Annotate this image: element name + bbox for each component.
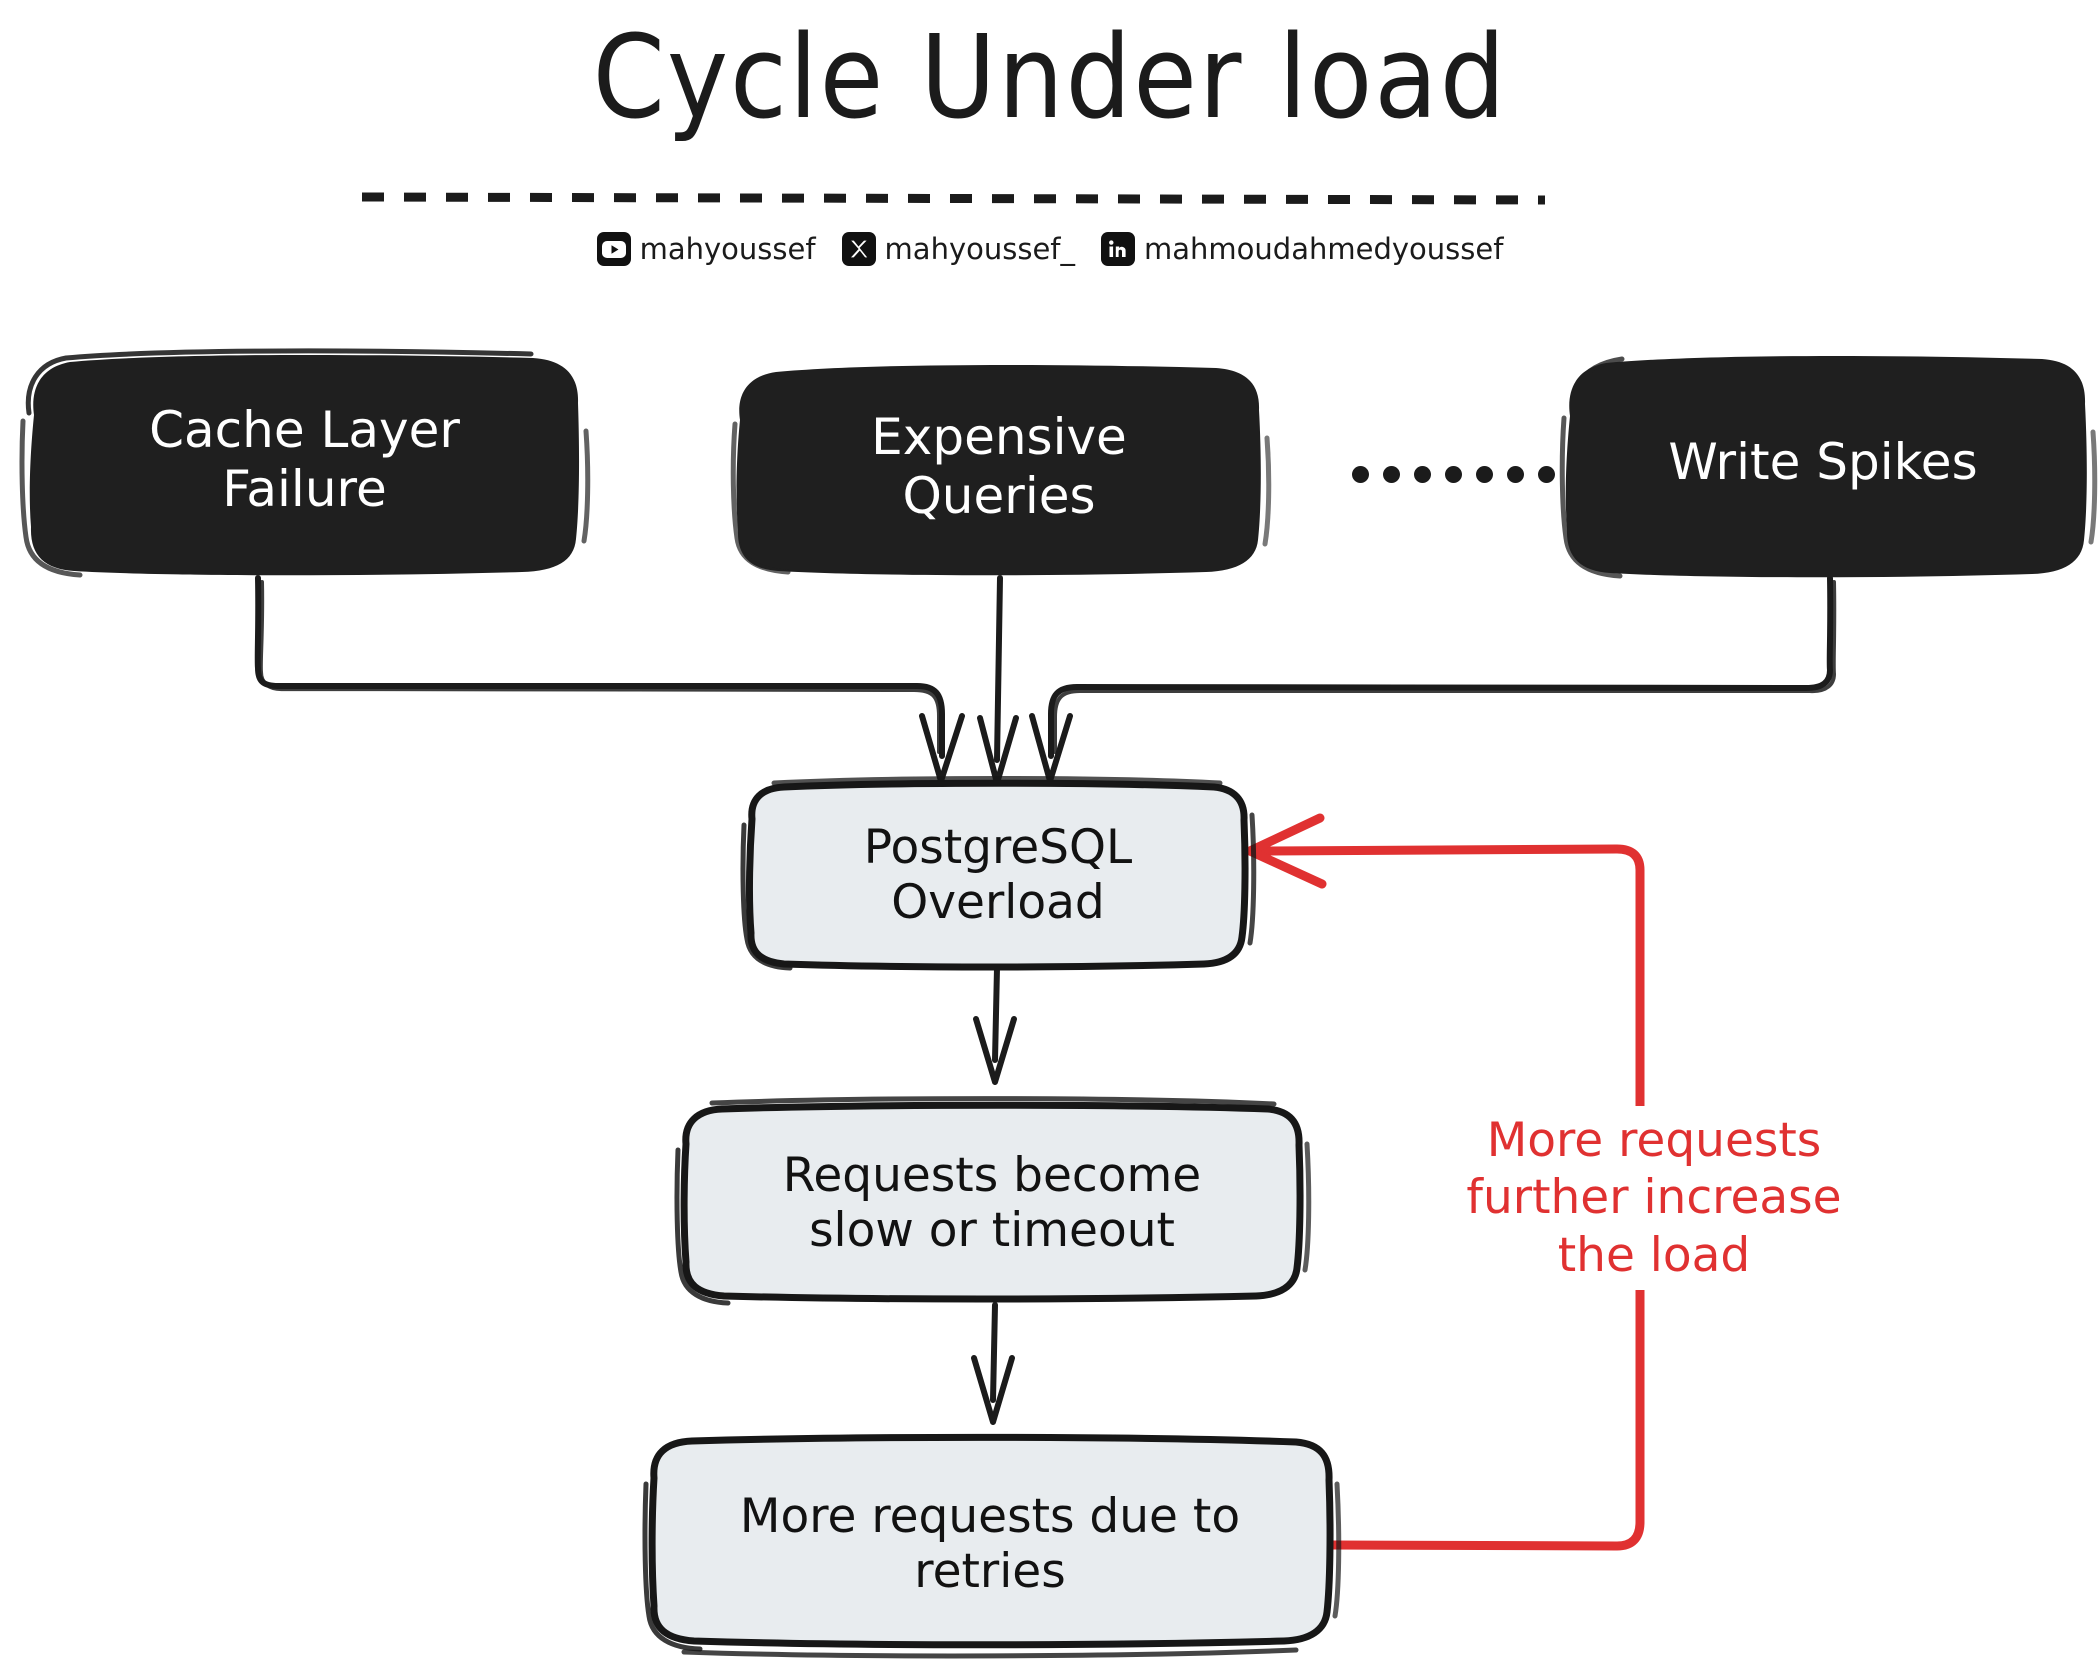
node-expensive-queries[interactable]: Expensive Queries: [730, 364, 1272, 576]
ellipsis-dot: [1507, 466, 1524, 483]
node-label-write-spikes: Write Spikes: [1668, 432, 1978, 491]
node-write-spikes[interactable]: Write Spikes: [1558, 355, 2098, 579]
social-handle-linkedin: mahmoudahmedyoussef: [1144, 231, 1504, 266]
feedback-loop-label: More requests further increase the load: [1404, 1106, 1904, 1290]
node-more-requests[interactable]: More requests due to retries: [642, 1433, 1342, 1659]
node-label-expensive-queries: Expensive Queries: [871, 408, 1127, 525]
x-twitter-icon: [841, 232, 876, 266]
youtube-icon: [596, 232, 631, 266]
ellipsis-dot: [1383, 466, 1400, 483]
node-shape-expensive-queries: [730, 364, 1272, 576]
arrowhead-expensive-to-postgres: [977, 715, 1019, 786]
ellipsis-dot: [1538, 466, 1555, 483]
edge-cache-to-postgres-sketch: [258, 580, 941, 754]
node-label-requests-slow: Requests become slow or timeout: [782, 1147, 1202, 1258]
social-item-x[interactable]: mahyoussef_: [841, 231, 1076, 266]
edge-postgres-to-requests: [992, 965, 1000, 1063]
title-dashed-underline: [361, 192, 1546, 205]
arrowhead-requests-to-more: [971, 1355, 1015, 1425]
node-label-more-requests: More requests due to retries: [739, 1488, 1241, 1599]
node-postgresql-overload[interactable]: PostgreSQL Overload: [740, 776, 1257, 971]
ellipsis-dot: [1414, 466, 1431, 483]
edge-write-to-postgres-sketch: [1053, 580, 1837, 754]
arrowhead-cache-to-postgres: [919, 713, 965, 784]
social-item-linkedin[interactable]: mahmoudahmedyoussef: [1101, 232, 1503, 266]
linkedin-icon: [1101, 232, 1136, 266]
arrowhead-write-to-postgres: [1029, 713, 1073, 784]
node-label-postgresql-overload: PostgreSQL Overload: [863, 819, 1133, 930]
node-cache-layer-failure[interactable]: Cache Layer Failure: [19, 348, 591, 578]
social-handle-youtube: mahyoussef: [639, 231, 816, 266]
edge-write-to-postgres: [1048, 575, 1834, 759]
ellipsis-dot: [1476, 466, 1493, 483]
node-shape-more-requests: [642, 1433, 1342, 1659]
edge-expensive-to-postgres: [994, 575, 1003, 763]
node-label-cache-layer-failure: Cache Layer Failure: [149, 401, 460, 518]
node-shape-write-spikes: [1559, 355, 2098, 579]
node-shape-postgresql-overload: [740, 776, 1257, 971]
node-shape-cache-layer-failure: [19, 348, 591, 578]
ellipsis-separator: [1352, 466, 1555, 483]
node-shape-requests-slow: [674, 1096, 1312, 1306]
node-requests-slow[interactable]: Requests become slow or timeout: [674, 1096, 1312, 1306]
page-title: Cycle Under load: [592, 11, 1508, 145]
ellipsis-dot: [1445, 466, 1462, 483]
arrowhead-postgres-to-requests: [973, 1016, 1017, 1085]
social-item-youtube[interactable]: mahyoussef: [596, 231, 816, 266]
edge-requests-to-more: [990, 1302, 998, 1403]
social-handle-x: mahyoussef_: [884, 231, 1076, 266]
social-handles: mahyoussef mahyoussef_ mahmoudahmedyouss…: [0, 232, 2100, 266]
ellipsis-dot: [1352, 466, 1369, 483]
feedback-arrowhead: [1245, 813, 1327, 889]
